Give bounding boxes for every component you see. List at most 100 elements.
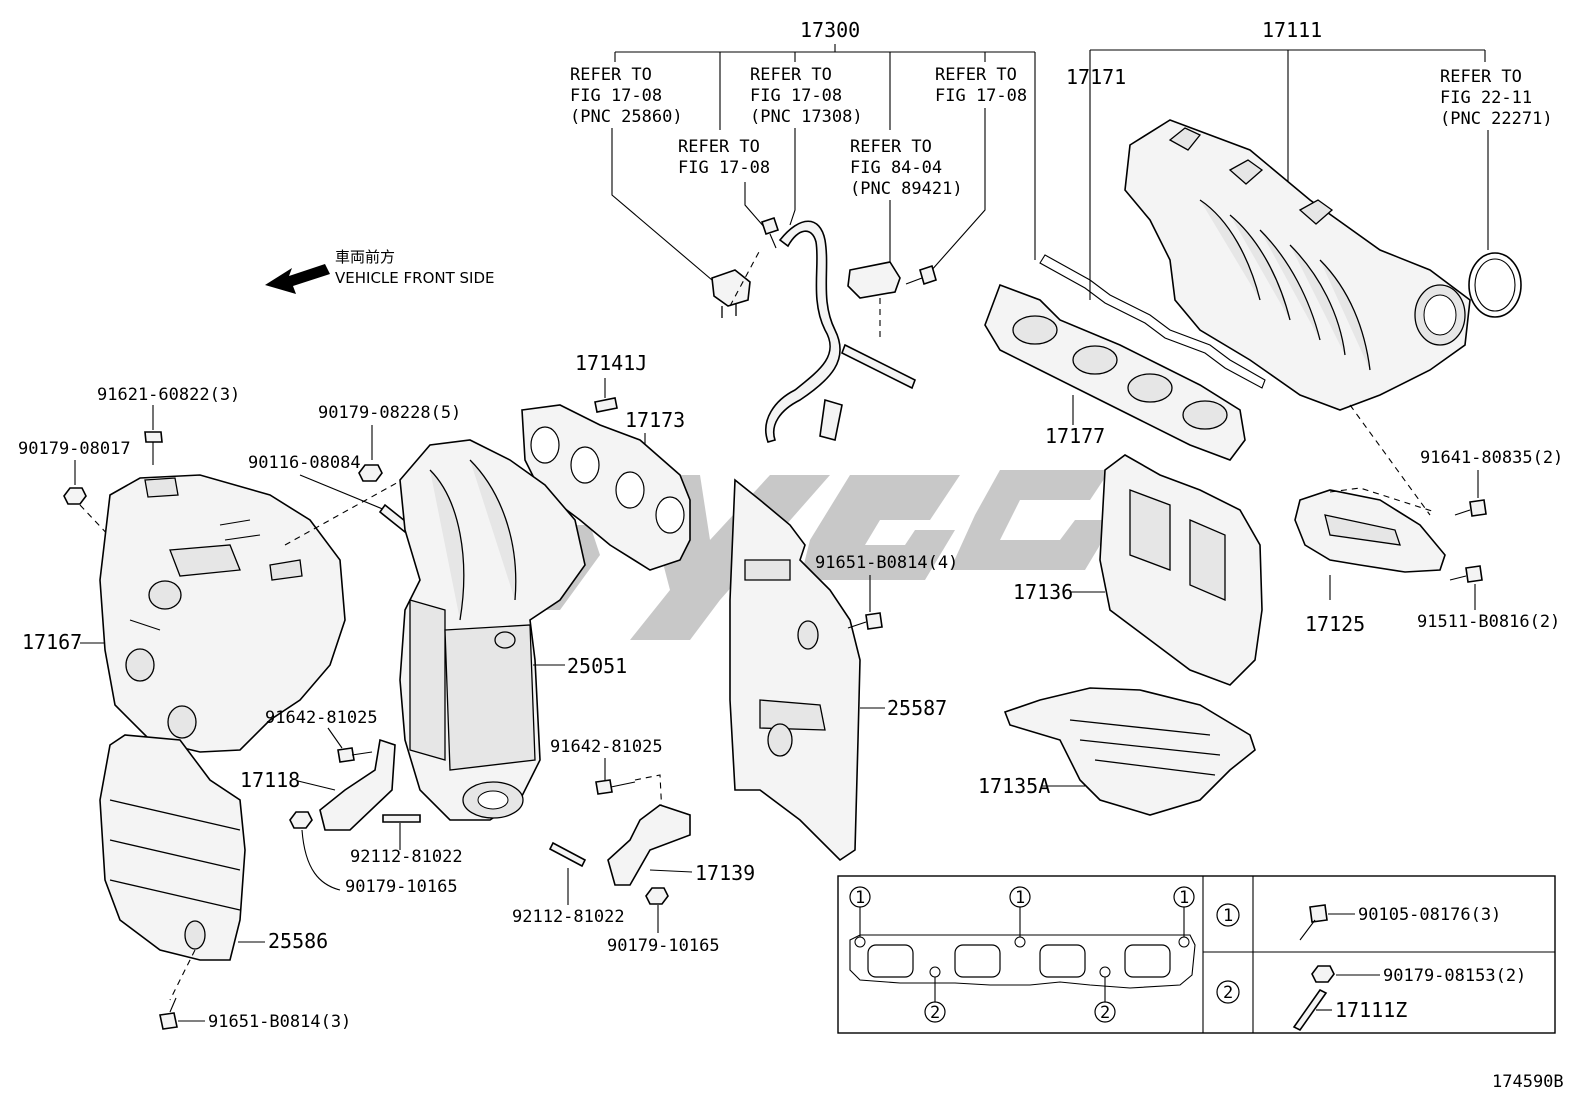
vacuum-hose[interactable] <box>765 220 917 443</box>
legend-callout-2: 2 <box>1223 983 1233 1003</box>
svg-text:REFER TO: REFER TO <box>935 65 1017 85</box>
manifold-gasket-17171[interactable] <box>1039 254 1266 389</box>
bolt-refer-5[interactable] <box>905 264 937 286</box>
heat-insulator-25586[interactable] <box>99 734 246 961</box>
label-25587: 25587 <box>887 696 947 720</box>
svg-text:(PNC 25860): (PNC 25860) <box>570 107 683 127</box>
bolt-90105[interactable] <box>1299 904 1328 941</box>
label-91651-4: 91651-B0814(4) <box>815 553 958 573</box>
exhaust-manifold-25051[interactable] <box>399 439 586 821</box>
refer-note-4[interactable]: REFER TO FIG 84-04 (PNC 89421) <box>850 137 963 199</box>
svg-text:(PNC 89421): (PNC 89421) <box>850 179 963 199</box>
heat-insulator-25587[interactable] <box>729 478 861 862</box>
refer-note-6[interactable]: REFER TO FIG 22-11 (PNC 22271) <box>1440 67 1553 129</box>
bolt-refer-2[interactable] <box>760 216 780 249</box>
bolt-91511[interactable] <box>1449 565 1483 583</box>
callout-1-mid: 1 <box>1015 888 1025 908</box>
svg-text:FIG 17-08: FIG 17-08 <box>750 86 842 106</box>
label-90179-08017: 90179-08017 <box>18 439 131 459</box>
label-17135a: 17135A <box>978 774 1050 798</box>
label-17300: 17300 <box>800 18 860 42</box>
bolt-91642-a[interactable] <box>337 747 373 763</box>
manifold-spacer-17177[interactable] <box>984 283 1246 461</box>
label-17141j: 17141J <box>575 351 647 375</box>
vacuum-valve[interactable] <box>711 269 751 318</box>
vacuum-tank-bracket[interactable] <box>847 261 901 299</box>
bolt-91642-b[interactable] <box>595 779 636 795</box>
svg-text:FIG 17-08: FIG 17-08 <box>570 86 662 106</box>
refer-note-5[interactable]: REFER TO FIG 17-08 <box>935 65 1027 106</box>
svg-text:FIG 22-11: FIG 22-11 <box>1440 88 1532 108</box>
svg-text:(PNC 22271): (PNC 22271) <box>1440 109 1553 129</box>
stud-92112-a[interactable] <box>382 814 421 823</box>
nut-90179-08017[interactable] <box>63 487 87 505</box>
svg-text:FIG 17-08: FIG 17-08 <box>678 158 770 178</box>
bolt-91641[interactable] <box>1454 499 1487 517</box>
label-91642-a: 91642-81025 <box>265 708 378 728</box>
svg-text:REFER TO: REFER TO <box>850 137 932 157</box>
group-25051: 90179-08228(5) 90116-08084 25051 <box>248 403 627 821</box>
refer-note-1[interactable]: REFER TO FIG 17-08 (PNC 25860) <box>570 65 683 127</box>
label-91621: 91621-60822(3) <box>97 385 240 405</box>
stud-92112-b[interactable] <box>548 841 587 868</box>
label-25051: 25051 <box>567 654 627 678</box>
heat-insulator-17167[interactable] <box>99 474 346 753</box>
intake-manifold-17111[interactable] <box>1124 119 1471 411</box>
nut-90179-08228[interactable] <box>358 464 383 482</box>
label-90179-08228: 90179-08228(5) <box>318 403 461 423</box>
throttle-gasket-o-ring[interactable] <box>1468 252 1522 318</box>
orientation-cjk: 車両前方 <box>335 248 395 266</box>
label-17171: 17171 <box>1066 65 1126 89</box>
label-91642-b: 91642-81025 <box>550 737 663 757</box>
label-91641: 91641-80835(2) <box>1420 448 1563 468</box>
refer-note-3[interactable]: REFER TO FIG 17-08 (PNC 17308) <box>750 65 863 127</box>
svg-text:(PNC 17308): (PNC 17308) <box>750 107 863 127</box>
callout-2-left: 2 <box>930 1003 940 1023</box>
gasket-outline-diagram: 1 1 1 2 2 <box>849 886 1196 1023</box>
svg-text:REFER TO: REFER TO <box>1440 67 1522 87</box>
legend-part-17111z: 17111Z <box>1335 998 1407 1022</box>
label-92112-a: 92112-81022 <box>350 847 463 867</box>
bolt-91621[interactable] <box>144 431 163 465</box>
svg-text:REFER TO: REFER TO <box>678 137 760 157</box>
bracket-17139[interactable] <box>607 804 691 886</box>
heat-insulator-17125[interactable] <box>1294 489 1446 573</box>
stud-17111z[interactable] <box>1292 988 1328 1032</box>
label-90116: 90116-08084 <box>248 453 361 473</box>
nut-90179-10165-a[interactable] <box>289 811 313 829</box>
label-90179-10165-a: 90179-10165 <box>345 877 458 897</box>
bolt-91651-3[interactable] <box>159 997 178 1030</box>
figure-id: 174590B <box>1492 1072 1564 1092</box>
stud-17141j[interactable] <box>594 397 618 413</box>
callout-2-right: 2 <box>1100 1003 1110 1023</box>
label-17125: 17125 <box>1305 612 1365 636</box>
front-arrow-icon <box>265 264 330 294</box>
label-17118: 17118 <box>240 768 300 792</box>
label-91511: 91511-B0816(2) <box>1417 612 1560 632</box>
legend-callout-1: 1 <box>1223 906 1233 926</box>
vehicle-front-indicator: 車両前方 VEHICLE FRONT SIDE <box>265 248 495 294</box>
legend-part-90179-08153: 90179-08153(2) <box>1383 966 1526 986</box>
label-17177: 17177 <box>1045 424 1105 448</box>
orientation-en: VEHICLE FRONT SIDE <box>335 269 495 287</box>
nut-90179-10165-b[interactable] <box>645 887 669 905</box>
group-25587: 91651-B0814(4) 25587 <box>729 478 958 862</box>
label-90179-10165-b: 90179-10165 <box>607 936 720 956</box>
label-25586: 25586 <box>268 929 328 953</box>
label-17136: 17136 <box>1013 580 1073 604</box>
legend-part-90105: 90105-08176(3) <box>1358 905 1501 925</box>
group-17111: 17111 17171 REFER TO FIG 22-11 (PNC 2227… <box>984 18 1553 516</box>
refer-note-2[interactable]: REFER TO FIG 17-08 <box>678 137 770 178</box>
svg-text:FIG 17-08: FIG 17-08 <box>935 86 1027 106</box>
bolt-91651-4[interactable] <box>847 612 883 630</box>
label-17167: 17167 <box>22 630 82 654</box>
heat-insulator-17135a[interactable] <box>1003 687 1256 816</box>
group-17167: 91621-60822(3) 90179-08017 17167 <box>18 385 466 753</box>
bracket-17118[interactable] <box>319 738 396 831</box>
heat-insulator-17136[interactable] <box>1099 454 1263 686</box>
gasket-legend-table: 1 1 1 2 2 1 90105-08176(3) 2 <box>837 875 1556 1034</box>
nut-90179-08153[interactable] <box>1311 965 1335 983</box>
exhaust-gasket-17173[interactable] <box>521 404 691 571</box>
group-17173: 17141J 17173 <box>521 351 691 571</box>
